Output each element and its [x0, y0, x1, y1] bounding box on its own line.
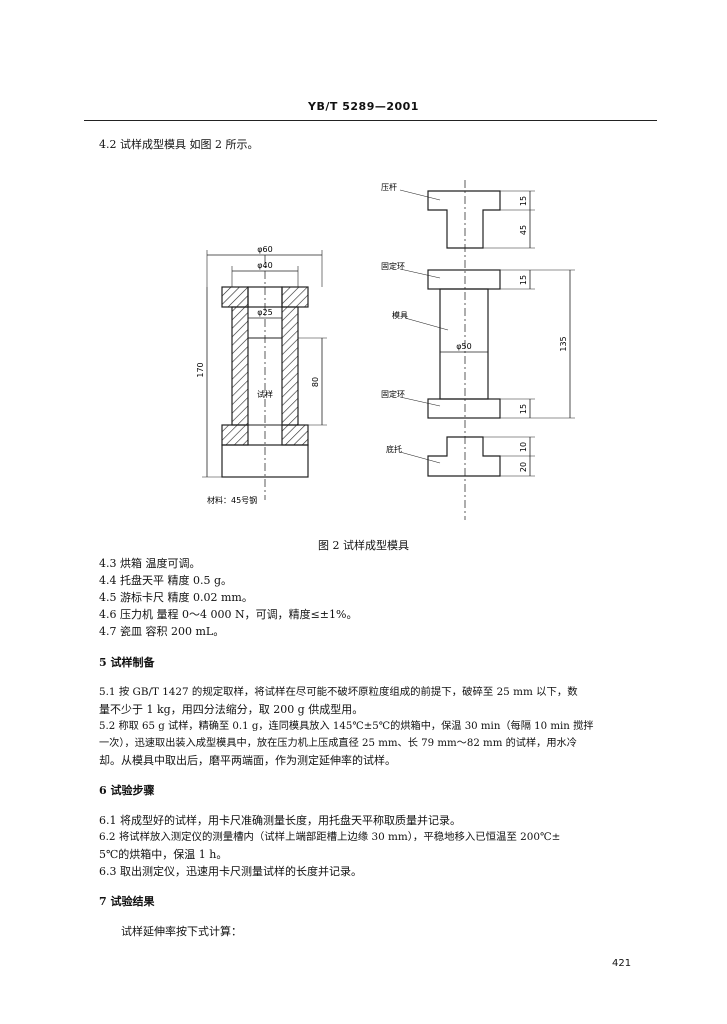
- para-6-3: 6.3 取出测定仪，迅速用卡尺测量试样的长度并记录。: [99, 865, 362, 878]
- section-6-title: 6 试验步骤: [99, 784, 155, 797]
- para-5-2-line3: 却。从模具中取出后，磨平两端面，作为测定延伸率的试样。: [99, 754, 396, 767]
- dim-80: 80: [311, 377, 320, 387]
- dim-135: 135: [559, 336, 568, 351]
- label-fixed-ring-bottom: 固定环: [381, 389, 405, 399]
- para-6-2-line2: 5℃的烘箱中，保温 1 h。: [99, 848, 228, 861]
- para-6-2-line1: 6.2 将试样放入测定仪的测量槽内（试样上端部距槽上边缘 30 mm），平稳地移…: [99, 831, 561, 843]
- dim-15-ring-top: 15: [519, 275, 528, 285]
- dim-15-ring-bottom: 15: [519, 404, 528, 414]
- para-7: 试样延伸率按下式计算：: [121, 925, 242, 938]
- header-rule: [84, 120, 657, 121]
- section-7-title: 7 试验结果: [99, 895, 155, 908]
- dim-15-press: 15: [519, 196, 528, 206]
- material-note: 材料：45号钢: [207, 495, 257, 505]
- section-5-title: 5 试样制备: [99, 656, 155, 669]
- para-5-1-line1: 5.1 按 GB/T 1427 的规定取样，将试样在尽可能不破坏原粒度组成的前提…: [99, 686, 578, 698]
- para-5-1-line2: 量不少于 1 kg，用四分法缩分，取 200 g 供成型用。: [99, 703, 364, 716]
- para-6-1: 6.1 将成型好的试样，用卡尺准确测量长度，用托盘天平称取质量并记录。: [99, 814, 461, 827]
- standard-header: YB/T 5289—2001: [308, 100, 419, 113]
- item-4-3: 4.3 烘箱 温度可调。: [99, 557, 201, 570]
- dim-phi25: φ25: [257, 308, 272, 317]
- dim-20: 20: [519, 462, 528, 472]
- sample-label: 试样: [257, 389, 273, 399]
- item-4-7: 4.7 瓷皿 容积 200 mL。: [99, 625, 225, 638]
- right-parts-drawing: 压杆 固定环 模具 固定环 底托 φ50 15 45 15 135 15 10 …: [381, 180, 575, 520]
- dim-10: 10: [519, 442, 528, 452]
- dim-phi40: φ40: [257, 261, 272, 270]
- label-fixed-ring-top: 固定环: [381, 261, 405, 271]
- dim-phi50: φ50: [456, 342, 471, 351]
- dim-45: 45: [519, 225, 528, 235]
- figure-2-mold-drawing: φ60 φ40 φ25 170 80 试样 材料：45号钢: [196, 180, 575, 520]
- label-base: 底托: [386, 444, 402, 454]
- label-press-bar: 压杆: [381, 182, 397, 192]
- item-4-5: 4.5 游标卡尺 精度 0.02 mm。: [99, 591, 253, 604]
- item-4-4: 4.4 托盘天平 精度 0.5 g。: [99, 574, 233, 587]
- para-5-2-line2: 一次），迅速取出装入成型模具中，放在压力机上压成直径 25 mm、长 79 mm…: [99, 738, 577, 749]
- item-4-6: 4.6 压力机 量程 0～4 000 N，可调，精度≤±1%。: [99, 608, 358, 621]
- figure-caption: 图 2 试样成型模具: [318, 539, 409, 552]
- dim-phi60: φ60: [257, 245, 272, 254]
- dim-170: 170: [196, 362, 205, 377]
- section-4-2: 4.2 试样成型模具 如图 2 所示。: [99, 138, 259, 151]
- para-5-2-line1: 5.2 称取 65 g 试样，精确至 0.1 g，连同模具放入 145℃±5℃的…: [99, 721, 594, 732]
- left-assembly-drawing: φ60 φ40 φ25 170 80 试样 材料：45号钢: [196, 245, 327, 505]
- page-number: 421: [612, 958, 632, 969]
- label-mold: 模具: [392, 310, 408, 320]
